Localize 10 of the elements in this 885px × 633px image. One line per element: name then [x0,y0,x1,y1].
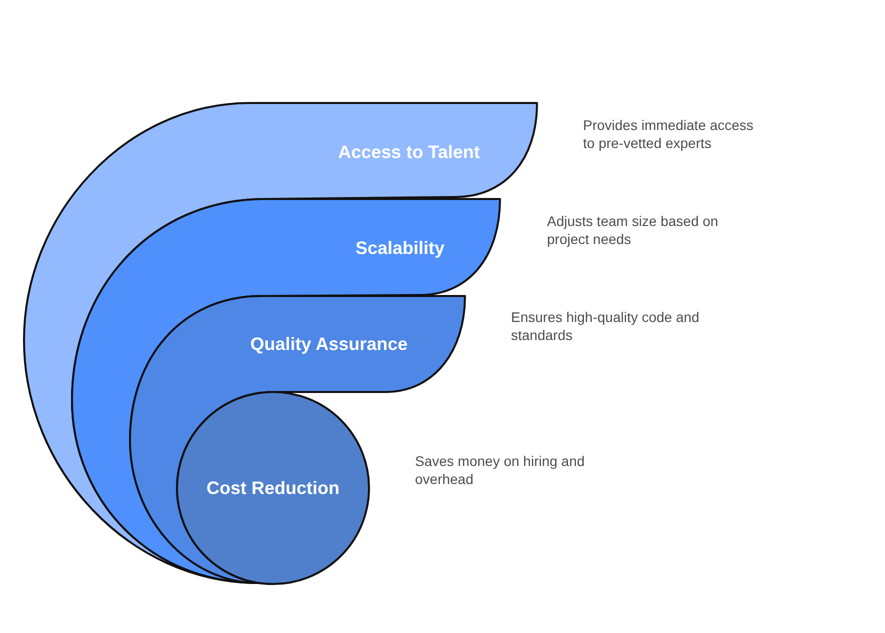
circle-shape [175,390,371,586]
band-label: Quality Assurance [250,333,408,355]
band-label: Cost Reduction [206,477,340,499]
description-text: Ensures high-quality code and standards [511,308,700,344]
description-text: Saves money on hiring and overhead [415,452,586,488]
band-label: Access to Talent [338,141,480,163]
band-label: Scalability [355,237,445,259]
description-text: Adjusts team size based on project needs [547,212,720,248]
description-text: Provides immediate access to pre-vetted experts [583,116,754,152]
curved-band [70,197,502,585]
